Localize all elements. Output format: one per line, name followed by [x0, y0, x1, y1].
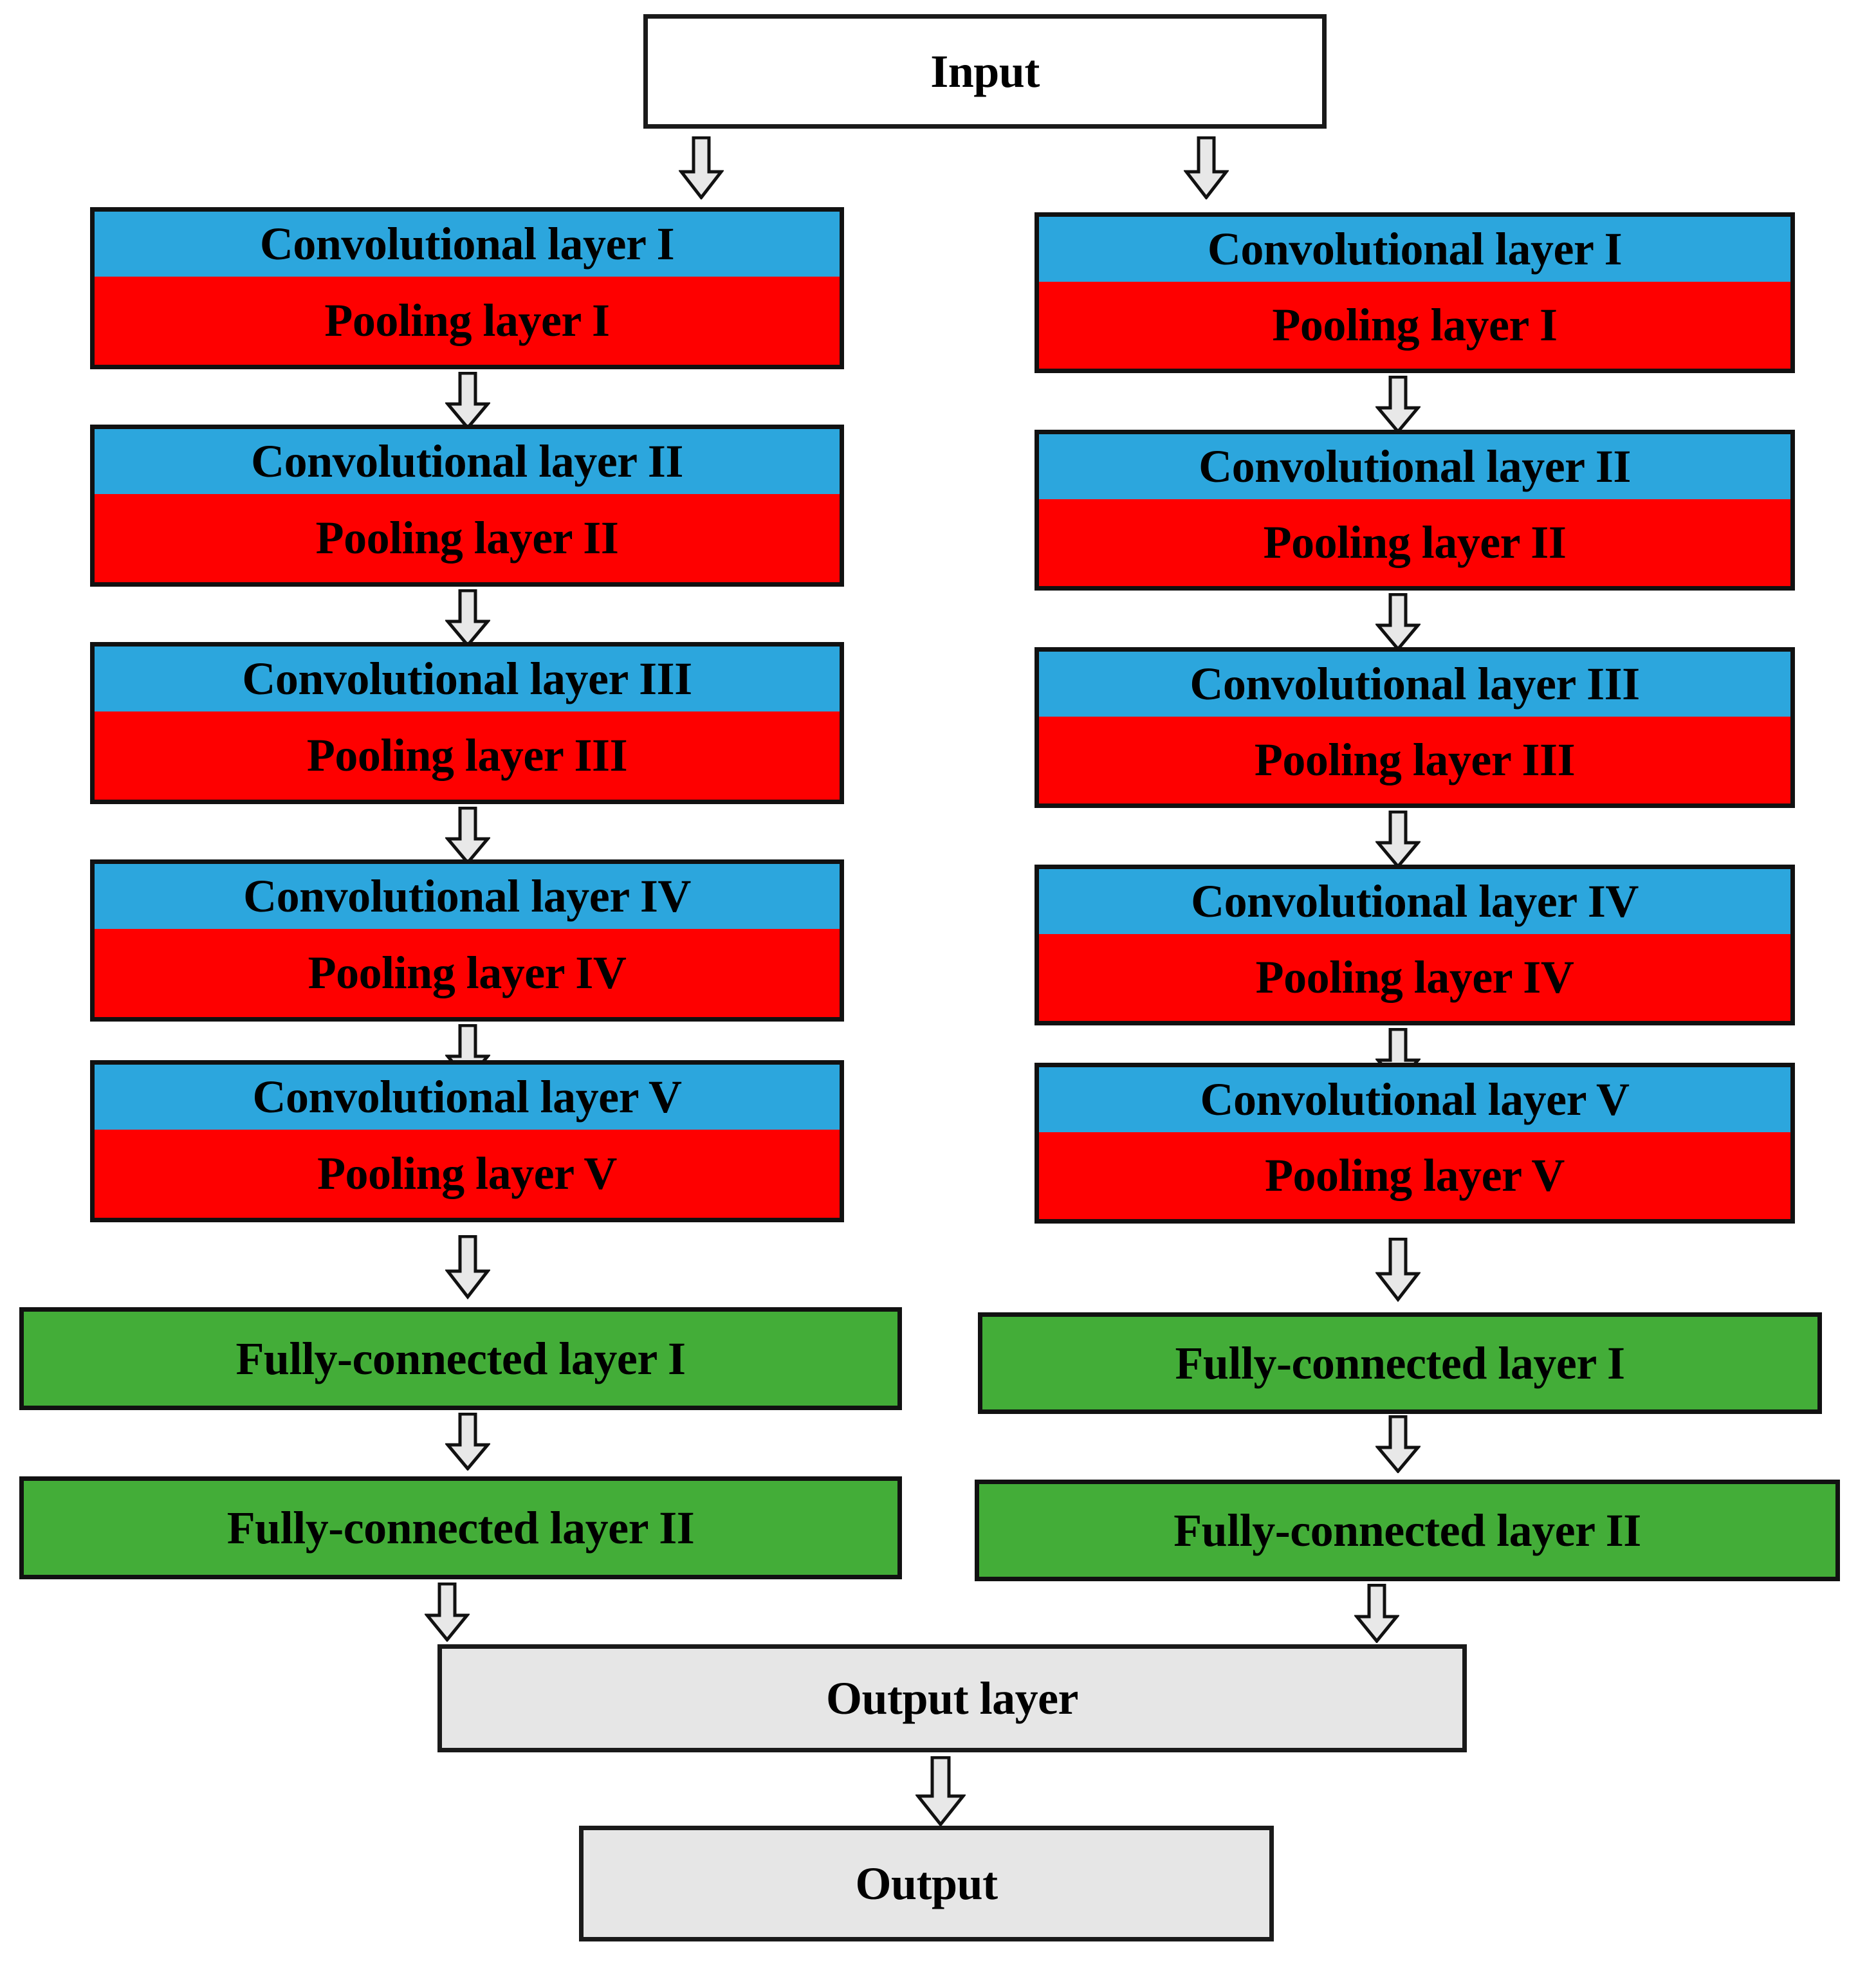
- convolutional-layer-band: Convolutional layer I: [1039, 217, 1790, 286]
- pooling-layer-band: Pooling layer II: [95, 494, 840, 582]
- input-label: Input: [930, 46, 1040, 97]
- conv-label: Convolutional layer IV: [1191, 876, 1639, 927]
- fully-connected-layer-box: Fully-connected layer II: [19, 1476, 902, 1579]
- fully-connected-layer-box: Fully-connected layer I: [978, 1312, 1822, 1414]
- fc-label: Fully-connected layer II: [226, 1501, 695, 1554]
- pool-label: Pooling layer I: [324, 295, 610, 346]
- pool-label: Pooling layer III: [306, 730, 628, 781]
- pool-label: Pooling layer I: [1272, 299, 1558, 351]
- fully-connected-layer-box: Fully-connected layer II: [975, 1480, 1840, 1581]
- pool-label: Pooling layer III: [1254, 734, 1576, 785]
- conv-pool-stack: Convolutional layer IV Pooling layer IV: [1035, 865, 1795, 1025]
- conv-pool-stack: Convolutional layer III Pooling layer II…: [90, 642, 844, 804]
- pool-label: Pooling layer V: [1265, 1150, 1565, 1201]
- down-arrow-icon: [1375, 1415, 1421, 1473]
- down-arrow-icon: [1354, 1584, 1399, 1643]
- conv-pool-stack: Convolutional layer I Pooling layer I: [90, 207, 844, 369]
- pooling-layer-band: Pooling layer IV: [95, 929, 840, 1017]
- conv-label: Convolutional layer II: [251, 436, 683, 487]
- pooling-layer-band: Pooling layer III: [95, 711, 840, 800]
- conv-pool-stack: Convolutional layer IV Pooling layer IV: [90, 859, 844, 1022]
- conv-label: Convolutional layer III: [242, 653, 692, 704]
- pool-label: Pooling layer IV: [308, 947, 627, 998]
- convolutional-layer-band: Convolutional layer IV: [95, 864, 840, 933]
- conv-label: Convolutional layer III: [1190, 658, 1640, 710]
- fc-label: Fully-connected layer I: [1175, 1337, 1625, 1389]
- output-layer-label: Output layer: [825, 1673, 1079, 1724]
- conv-pool-stack: Convolutional layer V Pooling layer V: [1035, 1063, 1795, 1224]
- convolutional-layer-band: Convolutional layer V: [1039, 1067, 1790, 1137]
- convolutional-layer-band: Convolutional layer III: [95, 647, 840, 716]
- conv-pool-stack: Convolutional layer I Pooling layer I: [1035, 212, 1795, 373]
- down-arrow-icon: [425, 1583, 470, 1642]
- pool-label: Pooling layer II: [315, 512, 619, 564]
- output-layer-box: Output layer: [437, 1644, 1467, 1752]
- output-box: Output: [579, 1826, 1274, 1941]
- down-arrow-icon: [1375, 1238, 1421, 1302]
- pooling-layer-band: Pooling layer I: [95, 277, 840, 365]
- convolutional-layer-band: Convolutional layer III: [1039, 652, 1790, 721]
- fc-label: Fully-connected layer I: [235, 1332, 686, 1384]
- down-arrow-icon: [1375, 811, 1421, 868]
- pooling-layer-band: Pooling layer IV: [1039, 934, 1790, 1021]
- down-arrow-icon: [445, 372, 490, 430]
- conv-label: Convolutional layer V: [252, 1071, 682, 1123]
- conv-pool-stack: Convolutional layer III Pooling layer II…: [1035, 647, 1795, 808]
- conv-label: Convolutional layer IV: [243, 870, 691, 922]
- down-arrow-icon: [1375, 593, 1421, 651]
- pooling-layer-band: Pooling layer I: [1039, 282, 1790, 369]
- down-arrow-icon: [679, 136, 724, 199]
- convolutional-layer-band: Convolutional layer V: [95, 1065, 840, 1134]
- down-arrow-icon: [445, 589, 490, 647]
- down-arrow-icon: [445, 807, 490, 865]
- output-label: Output: [855, 1858, 998, 1909]
- convolutional-layer-band: Convolutional layer IV: [1039, 869, 1790, 939]
- down-arrow-icon: [915, 1756, 966, 1827]
- fully-connected-layer-box: Fully-connected layer I: [19, 1307, 902, 1410]
- convolutional-layer-band: Convolutional layer II: [95, 429, 840, 499]
- pooling-layer-band: Pooling layer III: [1039, 717, 1790, 803]
- pool-label: Pooling layer V: [317, 1148, 617, 1199]
- fc-label: Fully-connected layer II: [1173, 1504, 1641, 1556]
- down-arrow-icon: [1184, 136, 1229, 199]
- conv-label: Convolutional layer I: [259, 218, 675, 270]
- pooling-layer-band: Pooling layer V: [1039, 1132, 1790, 1219]
- conv-label: Convolutional layer V: [1200, 1074, 1630, 1125]
- convolutional-layer-band: Convolutional layer I: [95, 212, 840, 281]
- pool-label: Pooling layer II: [1263, 517, 1567, 568]
- pooling-layer-band: Pooling layer II: [1039, 499, 1790, 586]
- conv-pool-stack: Convolutional layer V Pooling layer V: [90, 1060, 844, 1222]
- convolutional-layer-band: Convolutional layer II: [1039, 434, 1790, 504]
- down-arrow-icon: [445, 1235, 490, 1299]
- conv-label: Convolutional layer I: [1207, 223, 1623, 275]
- pool-label: Pooling layer IV: [1255, 951, 1574, 1003]
- conv-label: Convolutional layer II: [1199, 441, 1631, 492]
- pooling-layer-band: Pooling layer V: [95, 1130, 840, 1218]
- conv-pool-stack: Convolutional layer II Pooling layer II: [1035, 430, 1795, 591]
- conv-pool-stack: Convolutional layer II Pooling layer II: [90, 425, 844, 587]
- down-arrow-icon: [445, 1413, 490, 1471]
- down-arrow-icon: [1375, 376, 1421, 434]
- input-box: Input: [643, 14, 1327, 129]
